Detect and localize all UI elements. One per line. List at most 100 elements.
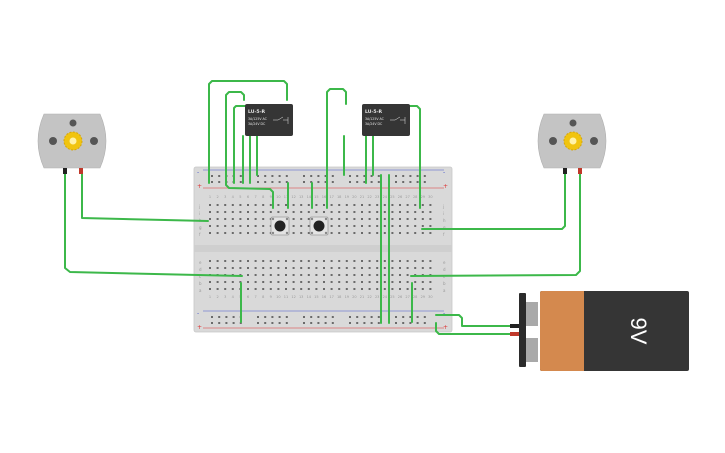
breadboard-hole[interactable] bbox=[391, 225, 394, 227]
breadboard-hole[interactable] bbox=[406, 211, 409, 213]
breadboard-hole[interactable] bbox=[338, 281, 341, 283]
breadboard-hole[interactable] bbox=[338, 288, 341, 290]
breadboard-hole[interactable] bbox=[330, 288, 333, 290]
breadboard-hole[interactable] bbox=[406, 267, 409, 269]
breadboard-hole[interactable] bbox=[406, 260, 409, 262]
breadboard-hole[interactable] bbox=[345, 267, 348, 269]
breadboard-hole[interactable] bbox=[353, 204, 356, 206]
breadboard-hole[interactable] bbox=[383, 267, 386, 269]
breadboard-hole[interactable] bbox=[361, 225, 363, 227]
breadboard-hole[interactable] bbox=[331, 175, 334, 177]
breadboard-hole[interactable] bbox=[315, 267, 318, 269]
breadboard-hole[interactable] bbox=[239, 204, 242, 206]
breadboard-hole[interactable] bbox=[218, 316, 221, 318]
breadboard-hole[interactable] bbox=[285, 181, 288, 183]
breadboard-hole[interactable] bbox=[345, 225, 348, 227]
breadboard-hole[interactable] bbox=[300, 218, 303, 220]
breadboard-hole[interactable] bbox=[361, 204, 363, 206]
breadboard-hole[interactable] bbox=[307, 232, 310, 234]
breadboard-hole[interactable] bbox=[421, 288, 424, 290]
breadboard-hole[interactable] bbox=[247, 211, 249, 213]
breadboard-hole[interactable] bbox=[349, 316, 351, 318]
relay-2[interactable]: LU-5-R 3A/125V AC 3A/24V DC bbox=[362, 104, 410, 136]
breadboard-hole[interactable] bbox=[307, 218, 310, 220]
breadboard-hole[interactable] bbox=[395, 316, 397, 318]
breadboard-hole[interactable] bbox=[278, 181, 281, 183]
breadboard-hole[interactable] bbox=[383, 232, 386, 234]
breadboard-hole[interactable] bbox=[391, 267, 394, 269]
breadboard-hole[interactable] bbox=[315, 211, 318, 213]
breadboard-hole[interactable] bbox=[338, 274, 341, 276]
dc-motor-right[interactable] bbox=[537, 113, 607, 174]
breadboard-hole[interactable] bbox=[377, 316, 380, 318]
breadboard-hole[interactable] bbox=[300, 211, 303, 213]
breadboard-hole[interactable] bbox=[376, 260, 379, 262]
breadboard-hole[interactable] bbox=[406, 274, 409, 276]
breadboard-hole[interactable] bbox=[356, 316, 359, 318]
breadboard-hole[interactable] bbox=[277, 204, 280, 206]
breadboard-hole[interactable] bbox=[406, 281, 409, 283]
breadboard-hole[interactable] bbox=[292, 218, 295, 220]
breadboard-hole[interactable] bbox=[216, 288, 219, 290]
breadboard-hole[interactable] bbox=[399, 204, 401, 206]
breadboard-hole[interactable] bbox=[399, 211, 401, 213]
breadboard-hole[interactable] bbox=[370, 175, 373, 177]
push-button-2[interactable] bbox=[309, 216, 329, 236]
breadboard-hole[interactable] bbox=[224, 211, 227, 213]
breadboard-hole[interactable] bbox=[257, 175, 259, 177]
breadboard-hole[interactable] bbox=[395, 322, 397, 324]
breadboard-hole[interactable] bbox=[377, 322, 380, 324]
breadboard-hole[interactable] bbox=[376, 274, 379, 276]
breadboard-hole[interactable] bbox=[262, 288, 265, 290]
breadboard-hole[interactable] bbox=[216, 232, 219, 234]
breadboard-hole[interactable] bbox=[356, 175, 359, 177]
breadboard-hole[interactable] bbox=[406, 288, 409, 290]
breadboard-hole[interactable] bbox=[414, 281, 417, 283]
breadboard-hole[interactable] bbox=[377, 181, 380, 183]
breadboard-hole[interactable] bbox=[338, 218, 341, 220]
breadboard-hole[interactable] bbox=[383, 225, 386, 227]
breadboard-hole[interactable] bbox=[231, 204, 234, 206]
breadboard-hole[interactable] bbox=[345, 232, 348, 234]
breadboard-hole[interactable] bbox=[345, 204, 348, 206]
breadboard-hole[interactable] bbox=[323, 211, 325, 213]
breadboard-hole[interactable] bbox=[315, 274, 318, 276]
breadboard-hole[interactable] bbox=[391, 281, 394, 283]
breadboard-hole[interactable] bbox=[224, 204, 227, 206]
breadboard-hole[interactable] bbox=[383, 218, 386, 220]
breadboard-hole[interactable] bbox=[239, 322, 242, 324]
breadboard-hole[interactable] bbox=[307, 267, 310, 269]
breadboard-hole[interactable] bbox=[254, 288, 257, 290]
breadboard-hole[interactable] bbox=[368, 274, 371, 276]
breadboard-hole[interactable] bbox=[307, 281, 310, 283]
breadboard-hole[interactable] bbox=[254, 274, 257, 276]
breadboard-hole[interactable] bbox=[247, 288, 249, 290]
breadboard-hole[interactable] bbox=[292, 281, 295, 283]
breadboard-hole[interactable] bbox=[324, 316, 327, 318]
breadboard-hole[interactable] bbox=[269, 288, 272, 290]
breadboard-hole[interactable] bbox=[262, 225, 265, 227]
breadboard-hole[interactable] bbox=[218, 181, 221, 183]
breadboard-hole[interactable] bbox=[231, 232, 234, 234]
breadboard-hole[interactable] bbox=[323, 274, 325, 276]
breadboard-hole[interactable] bbox=[285, 211, 287, 213]
breadboard-hole[interactable] bbox=[406, 225, 409, 227]
breadboard-hole[interactable] bbox=[278, 322, 281, 324]
breadboard-hole[interactable] bbox=[353, 225, 356, 227]
breadboard-hole[interactable] bbox=[409, 175, 412, 177]
breadboard-hole[interactable] bbox=[264, 322, 267, 324]
breadboard-hole[interactable] bbox=[421, 204, 424, 206]
breadboard-hole[interactable] bbox=[292, 211, 295, 213]
breadboard-hole[interactable] bbox=[429, 218, 432, 220]
breadboard-hole[interactable] bbox=[421, 281, 424, 283]
breadboard-hole[interactable] bbox=[224, 267, 227, 269]
breadboard-hole[interactable] bbox=[262, 232, 265, 234]
breadboard-hole[interactable] bbox=[292, 288, 295, 290]
breadboard-hole[interactable] bbox=[310, 181, 313, 183]
breadboard-hole[interactable] bbox=[376, 281, 379, 283]
breadboard-hole[interactable] bbox=[317, 175, 320, 177]
breadboard-hole[interactable] bbox=[269, 211, 272, 213]
breadboard-hole[interactable] bbox=[406, 232, 409, 234]
breadboard-hole[interactable] bbox=[285, 175, 288, 177]
breadboard-hole[interactable] bbox=[416, 316, 419, 318]
